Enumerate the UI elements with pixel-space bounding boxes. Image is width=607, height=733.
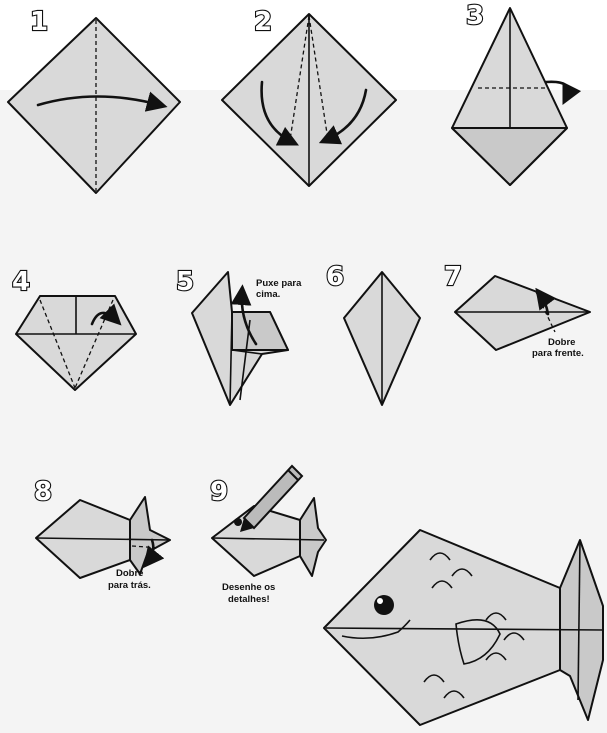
eye-dot [234, 518, 242, 526]
note-line: cima. [256, 289, 280, 300]
step-number: 3 [466, 1, 484, 31]
note-line: Puxe para [256, 278, 302, 289]
step-number: 4 [12, 267, 30, 297]
eye-highlight [377, 598, 383, 604]
step-number: 2 [254, 7, 272, 37]
step-number: 5 [176, 267, 194, 297]
step-number: 8 [34, 477, 52, 507]
step-number: 1 [30, 7, 48, 37]
note-line: para frente. [532, 348, 584, 359]
note-line: Desenhe os [222, 582, 275, 593]
eye-icon [374, 595, 394, 615]
step-number: 7 [444, 262, 462, 292]
note-line: Dobre [548, 337, 575, 348]
step-9-note: Desenhe os detalhes! [222, 582, 278, 605]
step-number: 9 [210, 477, 228, 507]
note-line: detalhes! [228, 594, 270, 605]
step-number: 6 [326, 262, 344, 292]
note-line: Dobre [116, 568, 143, 579]
note-line: para trás. [108, 580, 151, 591]
